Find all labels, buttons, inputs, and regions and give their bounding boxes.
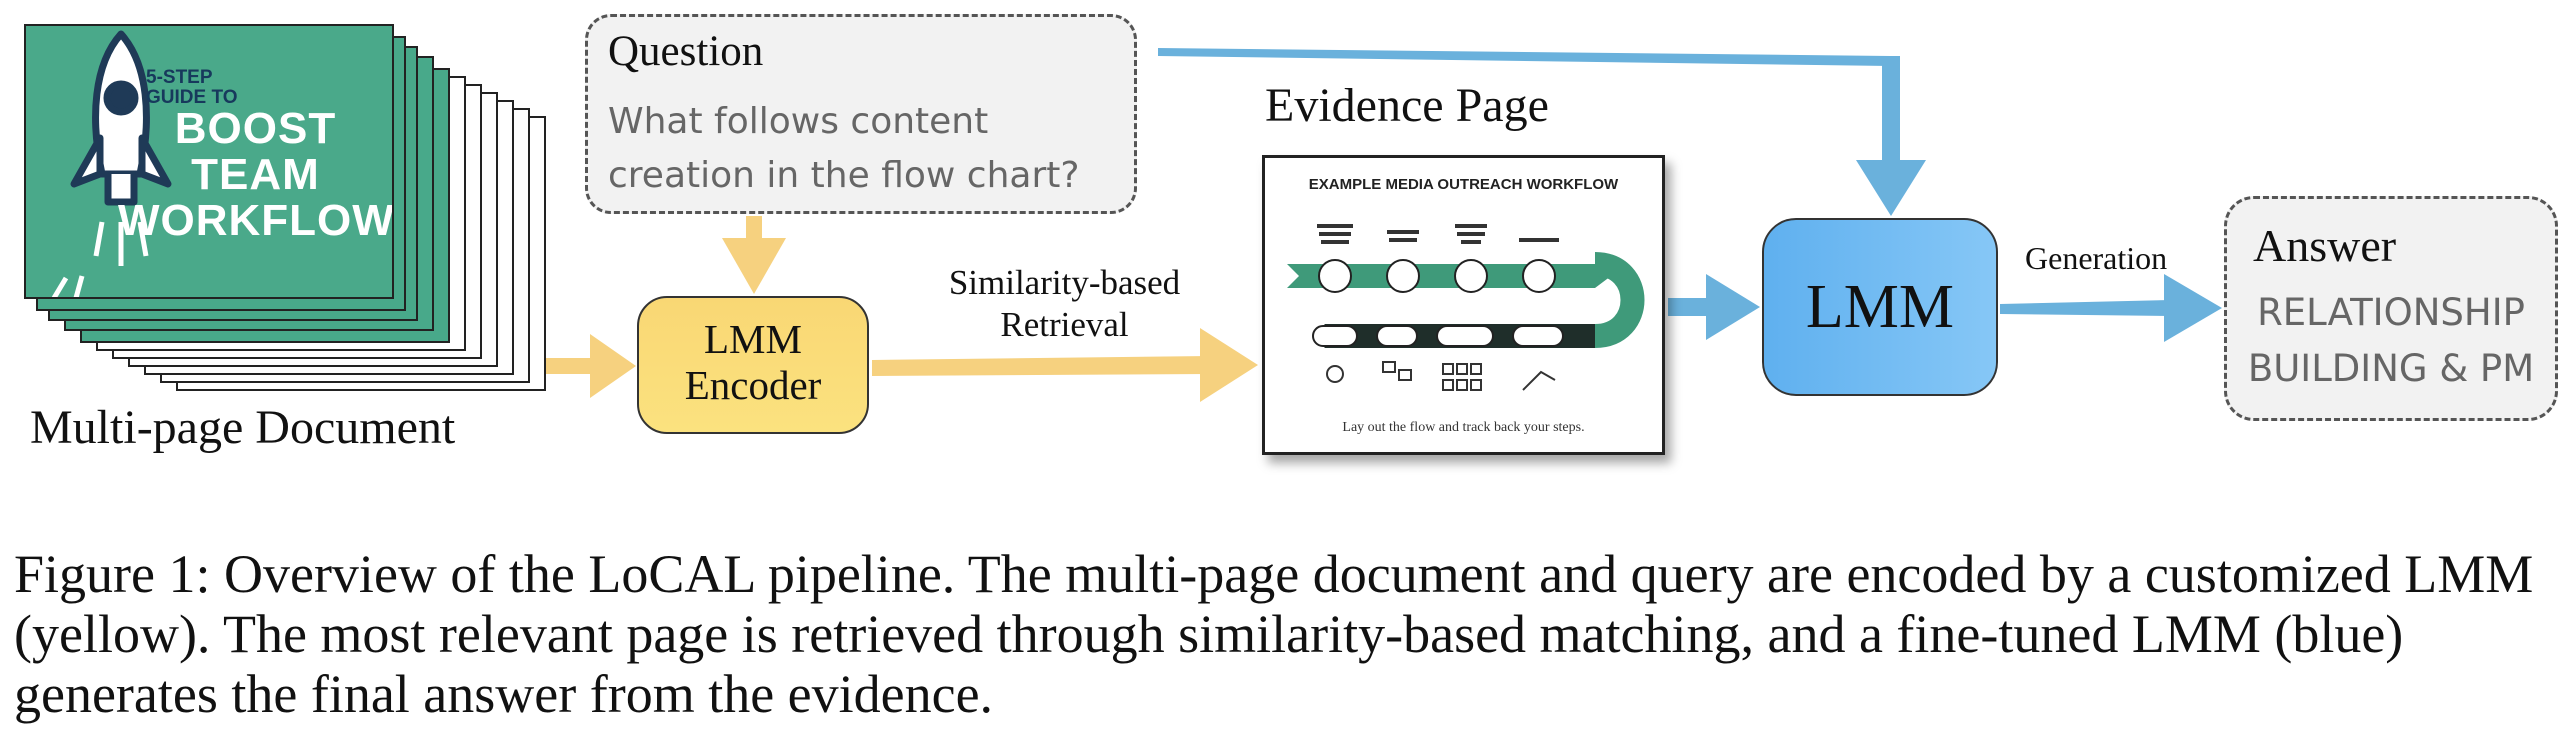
- question-text: What follows content creation in the flo…: [608, 101, 1080, 196]
- retrieval-arrow: [872, 328, 1258, 402]
- figure-caption: Figure 1: Overview of the LoCAL pipeline…: [14, 544, 2534, 724]
- generation-arrow: [2000, 274, 2222, 342]
- document-cover: 5-STEP GUIDE TO BOOST TEAM WORKFLOW: [24, 24, 394, 299]
- pipeline-diagram: 5-STEP GUIDE TO BOOST TEAM WORKFLOW Mult…: [24, 14, 2558, 455]
- cover-title: BOOST TEAM WORKFLOW: [118, 104, 394, 245]
- arrows-layer: [545, 48, 2222, 402]
- document-label: Multi-page Document: [30, 401, 456, 454]
- evidence-page-heading: EXAMPLE MEDIA OUTREACH WORKFLOW: [1308, 176, 1619, 193]
- encoder-label-line2: Encoder: [684, 362, 822, 408]
- evidence-title: Evidence Page: [1265, 79, 1549, 132]
- encoder-label-line1: LMM: [704, 316, 802, 362]
- document-to-encoder-arrow: [545, 334, 636, 398]
- question-title: Question: [608, 28, 764, 75]
- lmm-encoder-box: LMM Encoder: [637, 296, 869, 434]
- evidence-to-lmm-arrow: [1668, 274, 1760, 340]
- lmm-generator-box: LMM: [1762, 218, 1998, 396]
- retrieval-label: Similarity-based Retrieval: [948, 263, 1181, 344]
- question-to-lmm-arrow: [1158, 48, 1926, 216]
- cover-subtitle: 5-STEP GUIDE TO: [146, 67, 238, 108]
- answer-box: Answer RELATIONSHIP BUILDING & PM: [2224, 196, 2558, 421]
- answer-text: RELATIONSHIP BUILDING & PM: [2247, 291, 2535, 390]
- answer-title: Answer: [2253, 220, 2397, 271]
- generation-label: Generation: [2025, 240, 2168, 276]
- rocket-icon: [51, 30, 172, 297]
- question-box: Question What follows content creation i…: [585, 14, 1137, 214]
- evidence-page: EXAMPLE MEDIA OUTREACH WORKFLOW: [1262, 155, 1665, 455]
- evidence-page-footer: Lay out the flow and track back your ste…: [1342, 420, 1585, 435]
- question-to-encoder-arrow: [722, 216, 786, 294]
- workflow-chart: [1287, 224, 1645, 391]
